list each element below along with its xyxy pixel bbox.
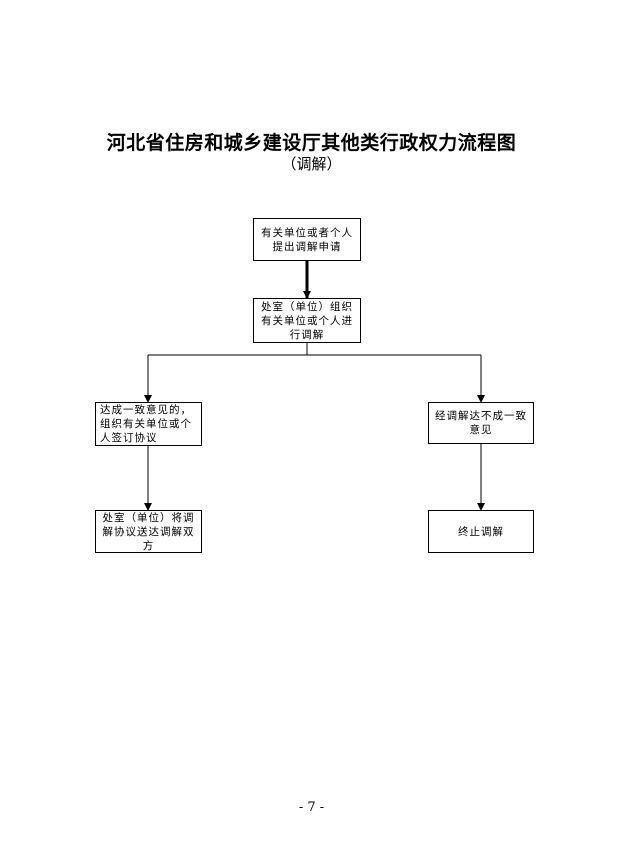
node-disagree: 经调解达不成一致意见 xyxy=(428,402,534,444)
node-send-label: 处室（单位）将调解协议送达调解双方 xyxy=(102,511,195,552)
node-terminate-label: 终止调解 xyxy=(458,525,504,538)
page-number: - 7 - xyxy=(298,800,325,815)
node-organize-label: 处室（单位）组织有关单位或个人进行调解 xyxy=(261,300,353,341)
node-agree-label: 达成一致意见的，组织有关单位或个人签订协议 xyxy=(100,404,192,444)
page-subtitle: （调解） xyxy=(281,155,342,173)
node-disagree-label: 经调解达不成一致意见 xyxy=(435,410,527,436)
node-apply-label: 有关单位或者个人提出调解申请 xyxy=(261,226,353,253)
node-send: 处室（单位）将调解协议送达调解双方 xyxy=(95,510,202,553)
node-apply: 有关单位或者个人提出调解申请 xyxy=(253,218,361,261)
node-terminate: 终止调解 xyxy=(428,510,534,553)
node-organize: 处室（单位）组织有关单位或个人进行调解 xyxy=(253,298,361,343)
node-agree: 达成一致意见的，组织有关单位或个人签订协议 xyxy=(95,402,202,446)
page-title: 河北省住房和城乡建设厅其他类行政权力流程图 xyxy=(106,132,517,154)
